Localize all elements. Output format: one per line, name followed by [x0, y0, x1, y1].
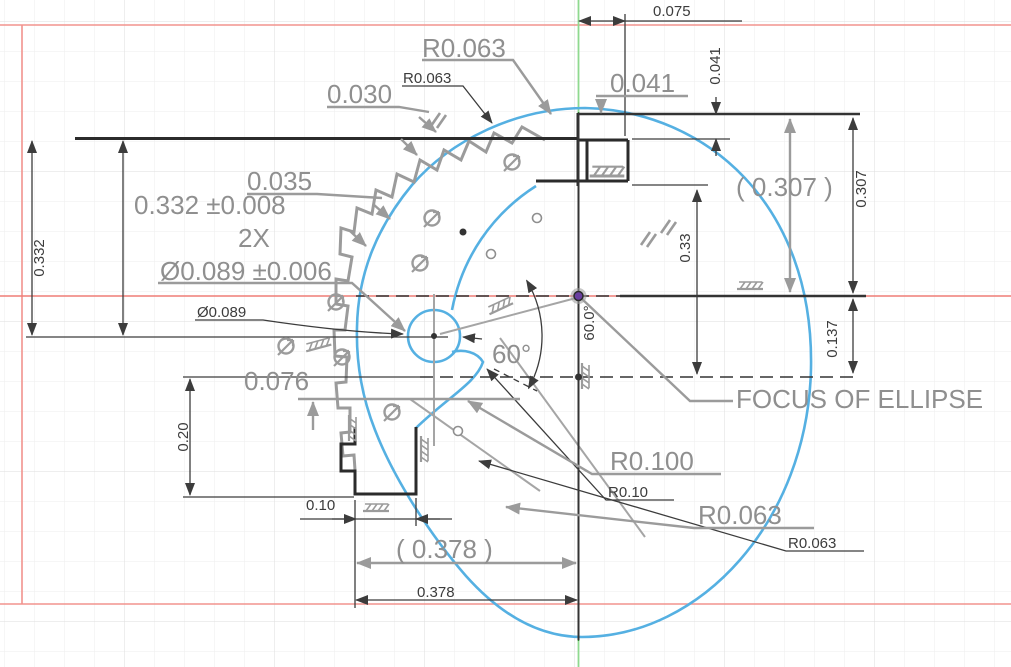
- dim-0378-label: 0.378: [417, 584, 455, 601]
- gdim-0030-label: 0.030: [327, 79, 392, 109]
- gdim-r0063-bot-label: R0.063: [698, 500, 782, 530]
- black-dimension-lines[interactable]: [27, 16, 858, 605]
- dim-0075-label: 0.075: [653, 3, 691, 20]
- gdim-0378ref-label: ( 0.378 ): [396, 534, 493, 564]
- serrated-profile[interactable]: [332, 124, 546, 471]
- gray-dimension-lines[interactable]: [158, 58, 814, 569]
- gdim-0076-label: 0.076: [244, 366, 309, 396]
- dim-600-rot-label: 60.0°: [581, 305, 598, 340]
- construction-spokes: [409, 294, 646, 538]
- bottom-notch-profile[interactable]: [339, 427, 418, 496]
- gdim-0035-label: 0.035: [247, 166, 312, 196]
- black-leaders[interactable]: [195, 85, 864, 552]
- dim-010-label: 0.10: [306, 497, 335, 514]
- sketch-points[interactable]: [431, 212, 587, 437]
- focus-of-ellipse-label: FOCUS OF ELLIPSE: [736, 384, 983, 414]
- dim-r010-label: R0.10: [608, 484, 648, 501]
- gdim-0041-label: 0.041: [610, 68, 675, 98]
- black-dimension-labels[interactable]: 0.075 R0.063 0.041 0.332 Ø0.089 60.0° 0.…: [31, 3, 870, 601]
- gray-dimension-labels[interactable]: R0.063 0.030 0.041 0.035 0.332 ±0.008 2X…: [134, 33, 983, 564]
- dim-r0063-top-label: R0.063: [403, 70, 451, 87]
- gdim-0307ref-label: ( 0.307 ): [736, 172, 833, 202]
- gdim-0332tol-label: 0.332 ±0.008: [134, 190, 286, 220]
- dim-0307-rot-label: 0.307: [853, 170, 870, 208]
- gdim-2x-label: 2X: [238, 223, 270, 253]
- dim-dia0089-label: Ø0.089: [197, 304, 246, 321]
- gdim-60-label: 60°: [492, 339, 531, 369]
- dim-0137-rot-label: 0.137: [824, 320, 841, 358]
- gdim-r0100-label: R0.100: [610, 446, 694, 476]
- dim-020-rot-label: 0.20: [175, 422, 192, 451]
- gdim-dia0089tol-label: Ø0.089 ±0.006: [160, 256, 332, 286]
- ellipse-focus-point-core: [573, 290, 584, 302]
- main-profile-outline[interactable]: [355, 106, 813, 639]
- dim-r0063-bot-label: R0.063: [788, 535, 836, 552]
- dim-0332-rot-label: 0.332: [31, 239, 48, 277]
- gdim-r0063-top-label: R0.063: [422, 33, 506, 63]
- dim-0041-rot-label: 0.041: [707, 47, 724, 85]
- dim-033-rot-label: 0.33: [677, 233, 694, 262]
